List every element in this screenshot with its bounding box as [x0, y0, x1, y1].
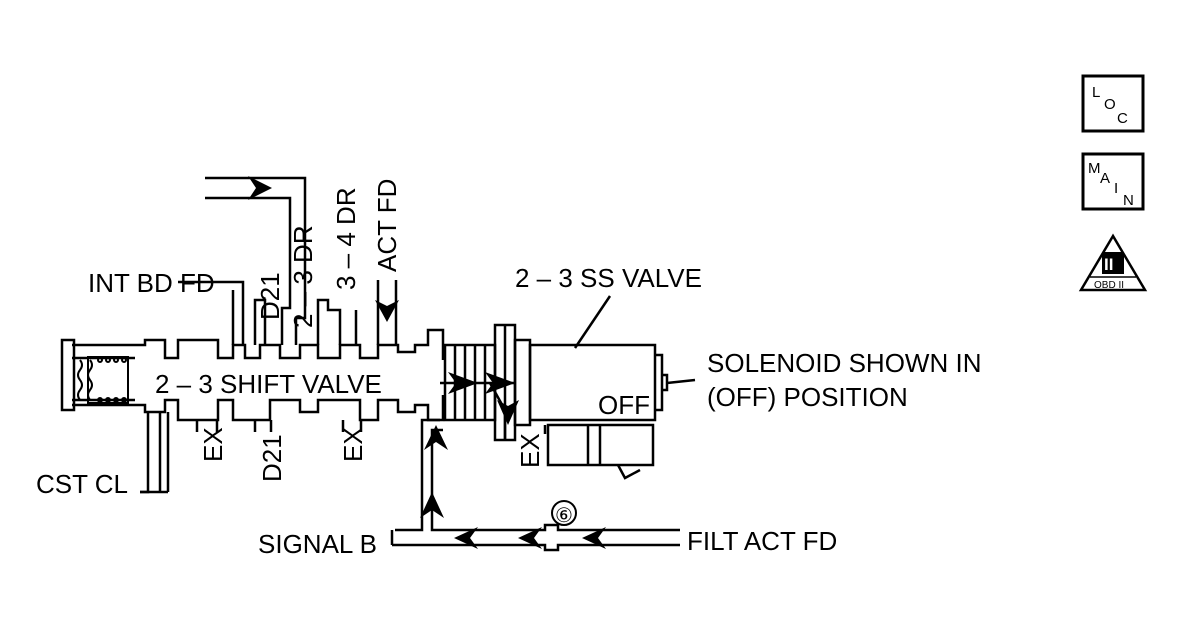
label-orifice-number: ⑥ [555, 505, 573, 527]
bottom-passages [140, 412, 363, 494]
flow-arrow-ss-3 [497, 400, 519, 425]
return-spring [77, 356, 129, 404]
top-passages [178, 176, 398, 345]
label-3-4-dr: 3 – 4 DR [331, 187, 361, 290]
flow-arrow-up-1 [424, 425, 448, 450]
loc-button[interactable]: L O C [1081, 74, 1145, 133]
orifice-circle [551, 500, 577, 526]
label-ex-mid: EX [338, 427, 368, 462]
label-d21-bottom: D21 [257, 434, 287, 482]
obd-label: OBD II [1094, 280, 1124, 291]
label-act-fd: ACT FD [372, 179, 402, 272]
label-int-bd-fd: INT BD FD [88, 268, 215, 298]
label-cst-cl: CST CL [36, 469, 128, 499]
solenoid-body [440, 295, 696, 480]
label-ss-valve: 2 – 3 SS VALVE [515, 263, 702, 293]
main-letter-m: M [1088, 160, 1101, 177]
label-d21-top: D21 [255, 272, 285, 320]
obd-numeral: II [1104, 255, 1113, 274]
label-shift-valve: 2 – 3 SHIFT VALVE [155, 369, 382, 399]
obd-ii-button[interactable]: II OBD II [1078, 233, 1148, 292]
label-filt-act-fd: FILT ACT FD [687, 526, 837, 556]
label-ex-right: EX [515, 433, 545, 468]
label-ex-left: EX [198, 427, 228, 462]
flow-arrow-ss-2 [485, 372, 515, 394]
label-solenoid-line2: (OFF) POSITION [707, 382, 908, 412]
label-solenoid-line1: SOLENOID SHOWN IN [707, 348, 981, 378]
label-2-3-dr: 2 – 3 DR [288, 225, 318, 328]
label-off: OFF [598, 390, 650, 420]
flow-arrow-ss-1 [448, 372, 478, 394]
label-signal-b: SIGNAL B [258, 529, 377, 559]
main-letter-a: A [1100, 170, 1110, 187]
flow-arrow-act-fd [375, 300, 399, 322]
signal-lines [390, 418, 680, 552]
loc-letter-l: L [1092, 84, 1100, 101]
flow-arrow-top [248, 176, 272, 200]
loc-letter-c: C [1117, 110, 1128, 127]
main-button[interactable]: M A I N [1081, 152, 1145, 211]
flow-arrow-left-1 [454, 527, 478, 549]
flow-arrow-up-2 [420, 492, 444, 518]
flow-arrow-left-2 [518, 527, 542, 549]
main-letter-n: N [1123, 192, 1134, 209]
loc-letter-o: O [1104, 96, 1116, 113]
main-letter-i: I [1114, 180, 1118, 197]
flow-arrow-left-3 [582, 527, 606, 549]
